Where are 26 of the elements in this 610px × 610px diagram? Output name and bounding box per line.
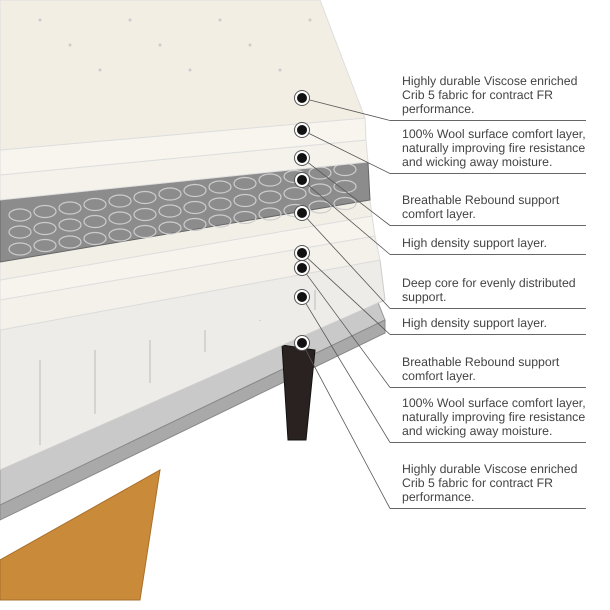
- leader-line: [308, 133, 390, 174]
- callout-text: Breathable Rebound support comfort layer.: [390, 193, 586, 226]
- callout-text: Highly durable Viscose enriched Crib 5 fabric for contract FR performance.: [390, 74, 586, 121]
- leader-line: [308, 184, 390, 255]
- callout-dot: [297, 263, 307, 273]
- callout-text: High density support layer.: [390, 236, 586, 255]
- callout-text: Deep core for evenly distributed support.: [390, 276, 586, 309]
- callout-dot: [297, 248, 307, 258]
- callout-text: High density support layer.: [390, 316, 586, 335]
- callout-dot: [297, 292, 307, 302]
- callout-text: 100% Wool surface comfort layer, naturally improving fire resistance and wicking away moisture.: [390, 127, 586, 174]
- leader-line: [307, 218, 390, 309]
- callout-dot: [297, 208, 307, 218]
- leader-line: [306, 274, 390, 388]
- callout-dot: [297, 125, 307, 135]
- callout-text: 100% Wool surface comfort layer, naturally improving fire resistance and wicking away moisture.: [390, 396, 586, 443]
- leader-line: [305, 350, 390, 509]
- callout-text: Highly durable Viscose enriched Crib 5 fabric for contract FR performance.: [390, 462, 586, 509]
- callout-text: Breathable Rebound support comfort layer.: [390, 355, 586, 388]
- leader-line: [306, 303, 390, 443]
- callout-dot: [297, 93, 307, 103]
- callout-dot: [297, 338, 307, 348]
- leader-line: [309, 100, 390, 121]
- leader-line: [308, 162, 390, 226]
- callout-dot: [297, 175, 307, 185]
- callout-dot: [297, 153, 307, 163]
